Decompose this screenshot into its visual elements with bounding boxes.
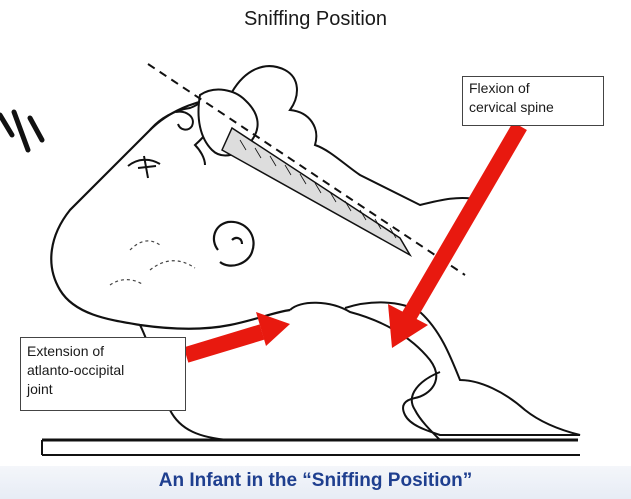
label-extension-line3: joint: [27, 380, 179, 399]
label-extension-atlanto-occipital: Extension of atlanto-occipital joint: [20, 337, 186, 411]
airway-tube-hatched: [222, 128, 410, 255]
operator-hand: [232, 66, 480, 205]
axis-dashed-line: [148, 64, 465, 275]
label-flexion-line1: Flexion of: [469, 79, 597, 98]
nose: [176, 112, 193, 130]
label-flexion-cervical-spine: Flexion of cervical spine: [462, 76, 604, 126]
ear: [214, 222, 254, 266]
label-flexion-line2: cervical spine: [469, 98, 597, 117]
label-extension-line1: Extension of: [27, 342, 179, 361]
hair: [110, 241, 195, 285]
arrow-extension: [186, 312, 290, 355]
label-extension-line2: atlanto-occipital: [27, 361, 179, 380]
shoulder-roll: [290, 302, 580, 435]
eye: [128, 156, 160, 178]
figure-caption: An Infant in the “Sniffing Position”: [0, 466, 631, 499]
stray-mark: [0, 112, 42, 150]
table-surface: [42, 440, 580, 455]
